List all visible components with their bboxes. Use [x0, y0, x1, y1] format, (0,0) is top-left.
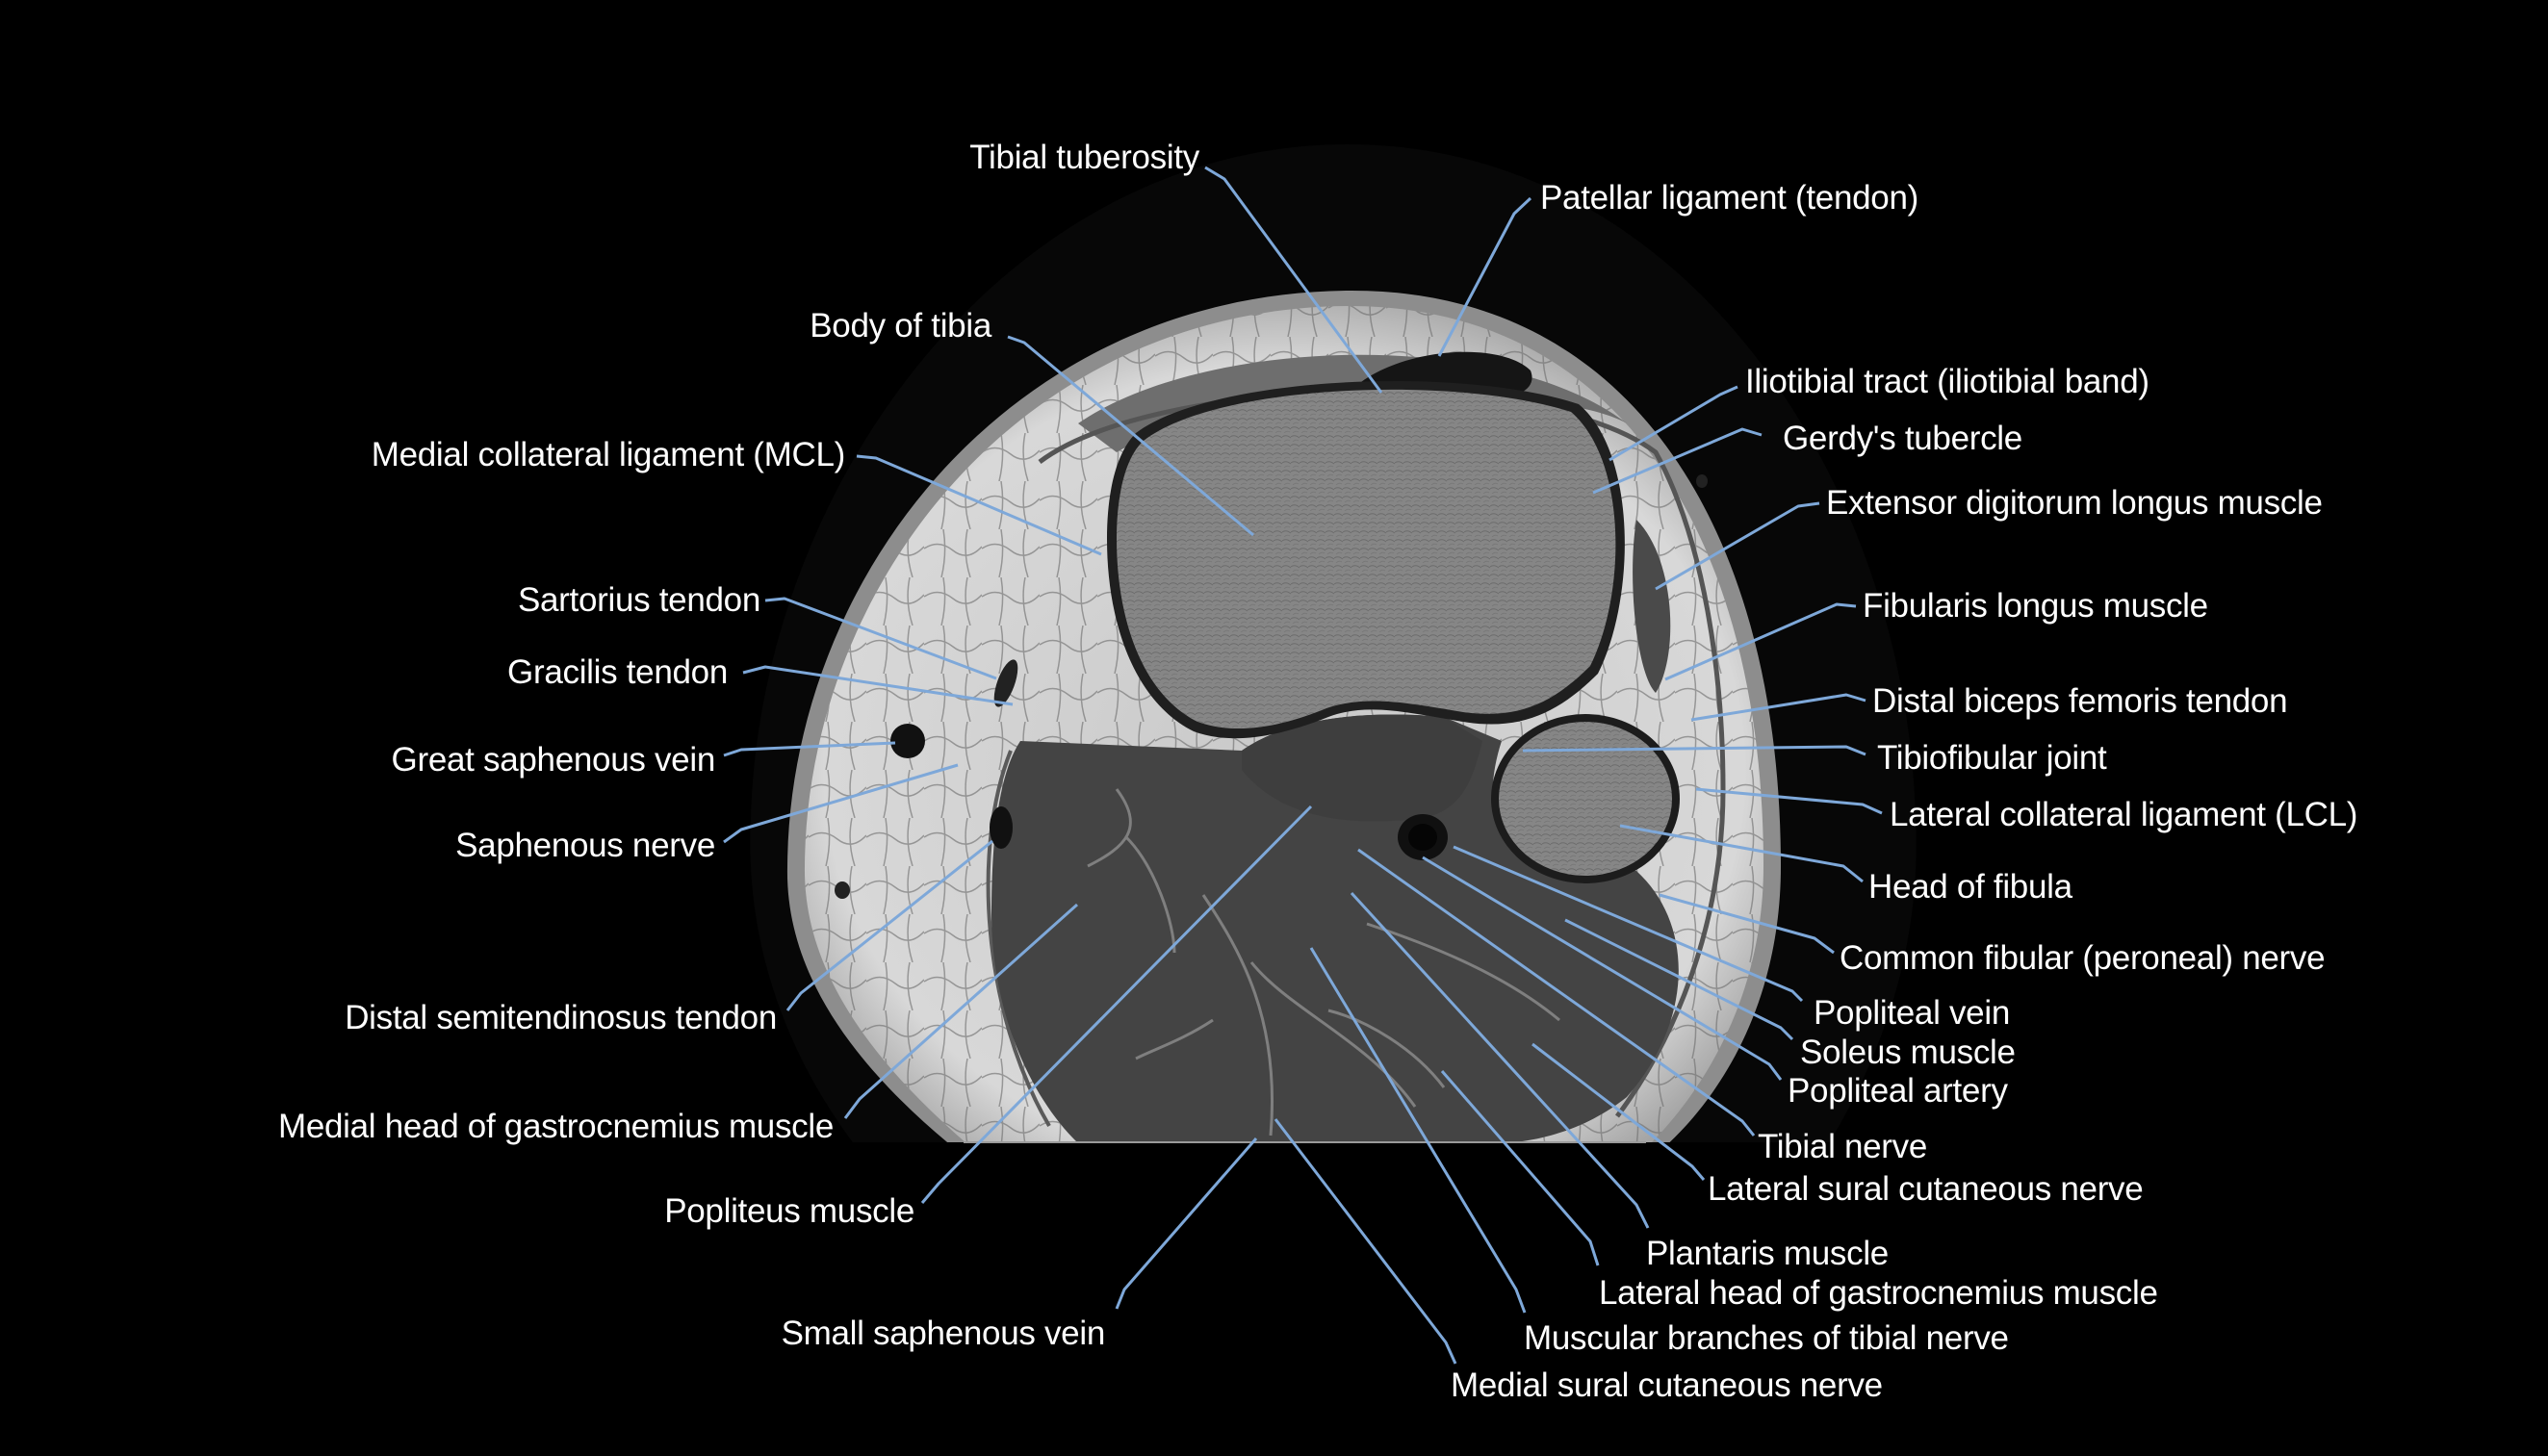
leader-line-medial-head-gastrocnemius: [843, 903, 1078, 1119]
label-popliteal-artery: Popliteal artery: [1788, 1072, 2008, 1110]
label-medial-head-gastrocnemius: Medial head of gastrocnemius muscle: [277, 1108, 834, 1145]
label-gerdys-tubercle: Gerdy's tubercle: [1783, 420, 2022, 457]
label-small-saphenous-vein: Small saphenous vein: [781, 1315, 1106, 1352]
label-sartorius-tendon: Sartorius tendon: [517, 581, 760, 619]
leader-line-iliotibial-tract: [1609, 385, 1738, 462]
leader-line-patellar-ligament: [1437, 196, 1532, 357]
leader-line-distal-semitendinosus-tendon: [785, 839, 993, 1011]
leader-line-popliteal-vein: [1453, 845, 1804, 1003]
leader-line-tibiofibular-joint: [1522, 745, 1866, 756]
leader-line-muscular-branches-tibial-nerve: [1309, 947, 1527, 1314]
leader-line-lateral-head-gastrocnemius: [1440, 1070, 1600, 1266]
leader-line-sartorius-tendon: [764, 597, 997, 680]
leader-line-popliteus-muscle: [920, 805, 1313, 1204]
leader-line-common-fibular-nerve: [1659, 893, 1835, 955]
label-extensor-digitorum-longus: Extensor digitorum longus muscle: [1826, 484, 2323, 522]
leader-line-lcl: [1695, 787, 1883, 815]
leader-line-small-saphenous-vein: [1115, 1137, 1258, 1310]
label-distal-semitendinosus-tendon: Distal semitendinosus tendon: [345, 999, 777, 1036]
leader-line-lateral-sural-cutaneous-nerve: [1531, 1042, 1706, 1181]
leader-line-medial-sural-cutaneous-nerve: [1274, 1118, 1457, 1365]
leader-line-distal-biceps-femoris: [1690, 693, 1866, 722]
leader-line-fibularis-longus: [1664, 602, 1857, 681]
label-great-saphenous-vein: Great saphenous vein: [391, 741, 716, 779]
label-body-of-tibia: Body of tibia: [810, 307, 991, 345]
label-tibiofibular-joint: Tibiofibular joint: [1877, 739, 2107, 777]
leader-line-body-of-tibia: [1007, 335, 1254, 537]
label-iliotibial-tract: Iliotibial tract (iliotibial band): [1745, 363, 2149, 400]
leader-line-plantaris-muscle: [1350, 891, 1650, 1229]
label-mcl: Medial collateral ligament (MCL): [371, 436, 846, 473]
leader-line-popliteal-artery: [1422, 856, 1783, 1081]
label-medial-sural-cutaneous-nerve: Medial sural cutaneous nerve: [1451, 1367, 1883, 1404]
label-lateral-sural-cutaneous-nerve: Lateral sural cutaneous nerve: [1708, 1170, 2144, 1208]
label-head-of-fibula: Head of fibula: [1868, 868, 2072, 906]
leader-line-great-saphenous-vein: [723, 741, 896, 757]
label-patellar-ligament: Patellar ligament (tendon): [1540, 179, 1918, 217]
label-distal-biceps-femoris: Distal biceps femoris tendon: [1872, 682, 2288, 720]
leader-line-head-of-fibula: [1619, 824, 1864, 883]
label-muscular-branches-tibial-nerve: Muscular branches of tibial nerve: [1524, 1319, 2009, 1357]
leader-line-tibial-nerve: [1357, 848, 1756, 1137]
label-popliteal-vein: Popliteal vein: [1814, 994, 2010, 1032]
label-tibial-tuberosity: Tibial tuberosity: [969, 139, 1199, 176]
label-lateral-head-gastrocnemius: Lateral head of gastrocnemius muscle: [1599, 1274, 2158, 1312]
leader-line-saphenous-nerve: [723, 763, 959, 844]
label-plantaris-muscle: Plantaris muscle: [1646, 1235, 1889, 1272]
label-lcl: Lateral collateral ligament (LCL): [1890, 796, 2358, 833]
leader-line-gracilis-tendon: [742, 665, 1014, 706]
leader-line-mcl: [856, 454, 1102, 556]
leader-line-gerdys-tubercle: [1592, 427, 1763, 495]
label-saphenous-nerve: Saphenous nerve: [455, 827, 715, 864]
leader-lines: [723, 166, 1883, 1365]
leader-line-extensor-digitorum-longus: [1655, 501, 1820, 591]
label-popliteus-muscle: Popliteus muscle: [664, 1192, 914, 1230]
leader-line-tibial-tuberosity: [1204, 166, 1383, 394]
label-gracilis-tendon: Gracilis tendon: [507, 653, 728, 691]
label-fibularis-longus: Fibularis longus muscle: [1863, 587, 2208, 625]
leader-line-soleus-muscle: [1564, 918, 1794, 1041]
label-tibial-nerve: Tibial nerve: [1758, 1128, 1928, 1165]
label-soleus-muscle: Soleus muscle: [1800, 1034, 2016, 1071]
label-common-fibular-nerve: Common fibular (peroneal) nerve: [1840, 939, 2326, 977]
